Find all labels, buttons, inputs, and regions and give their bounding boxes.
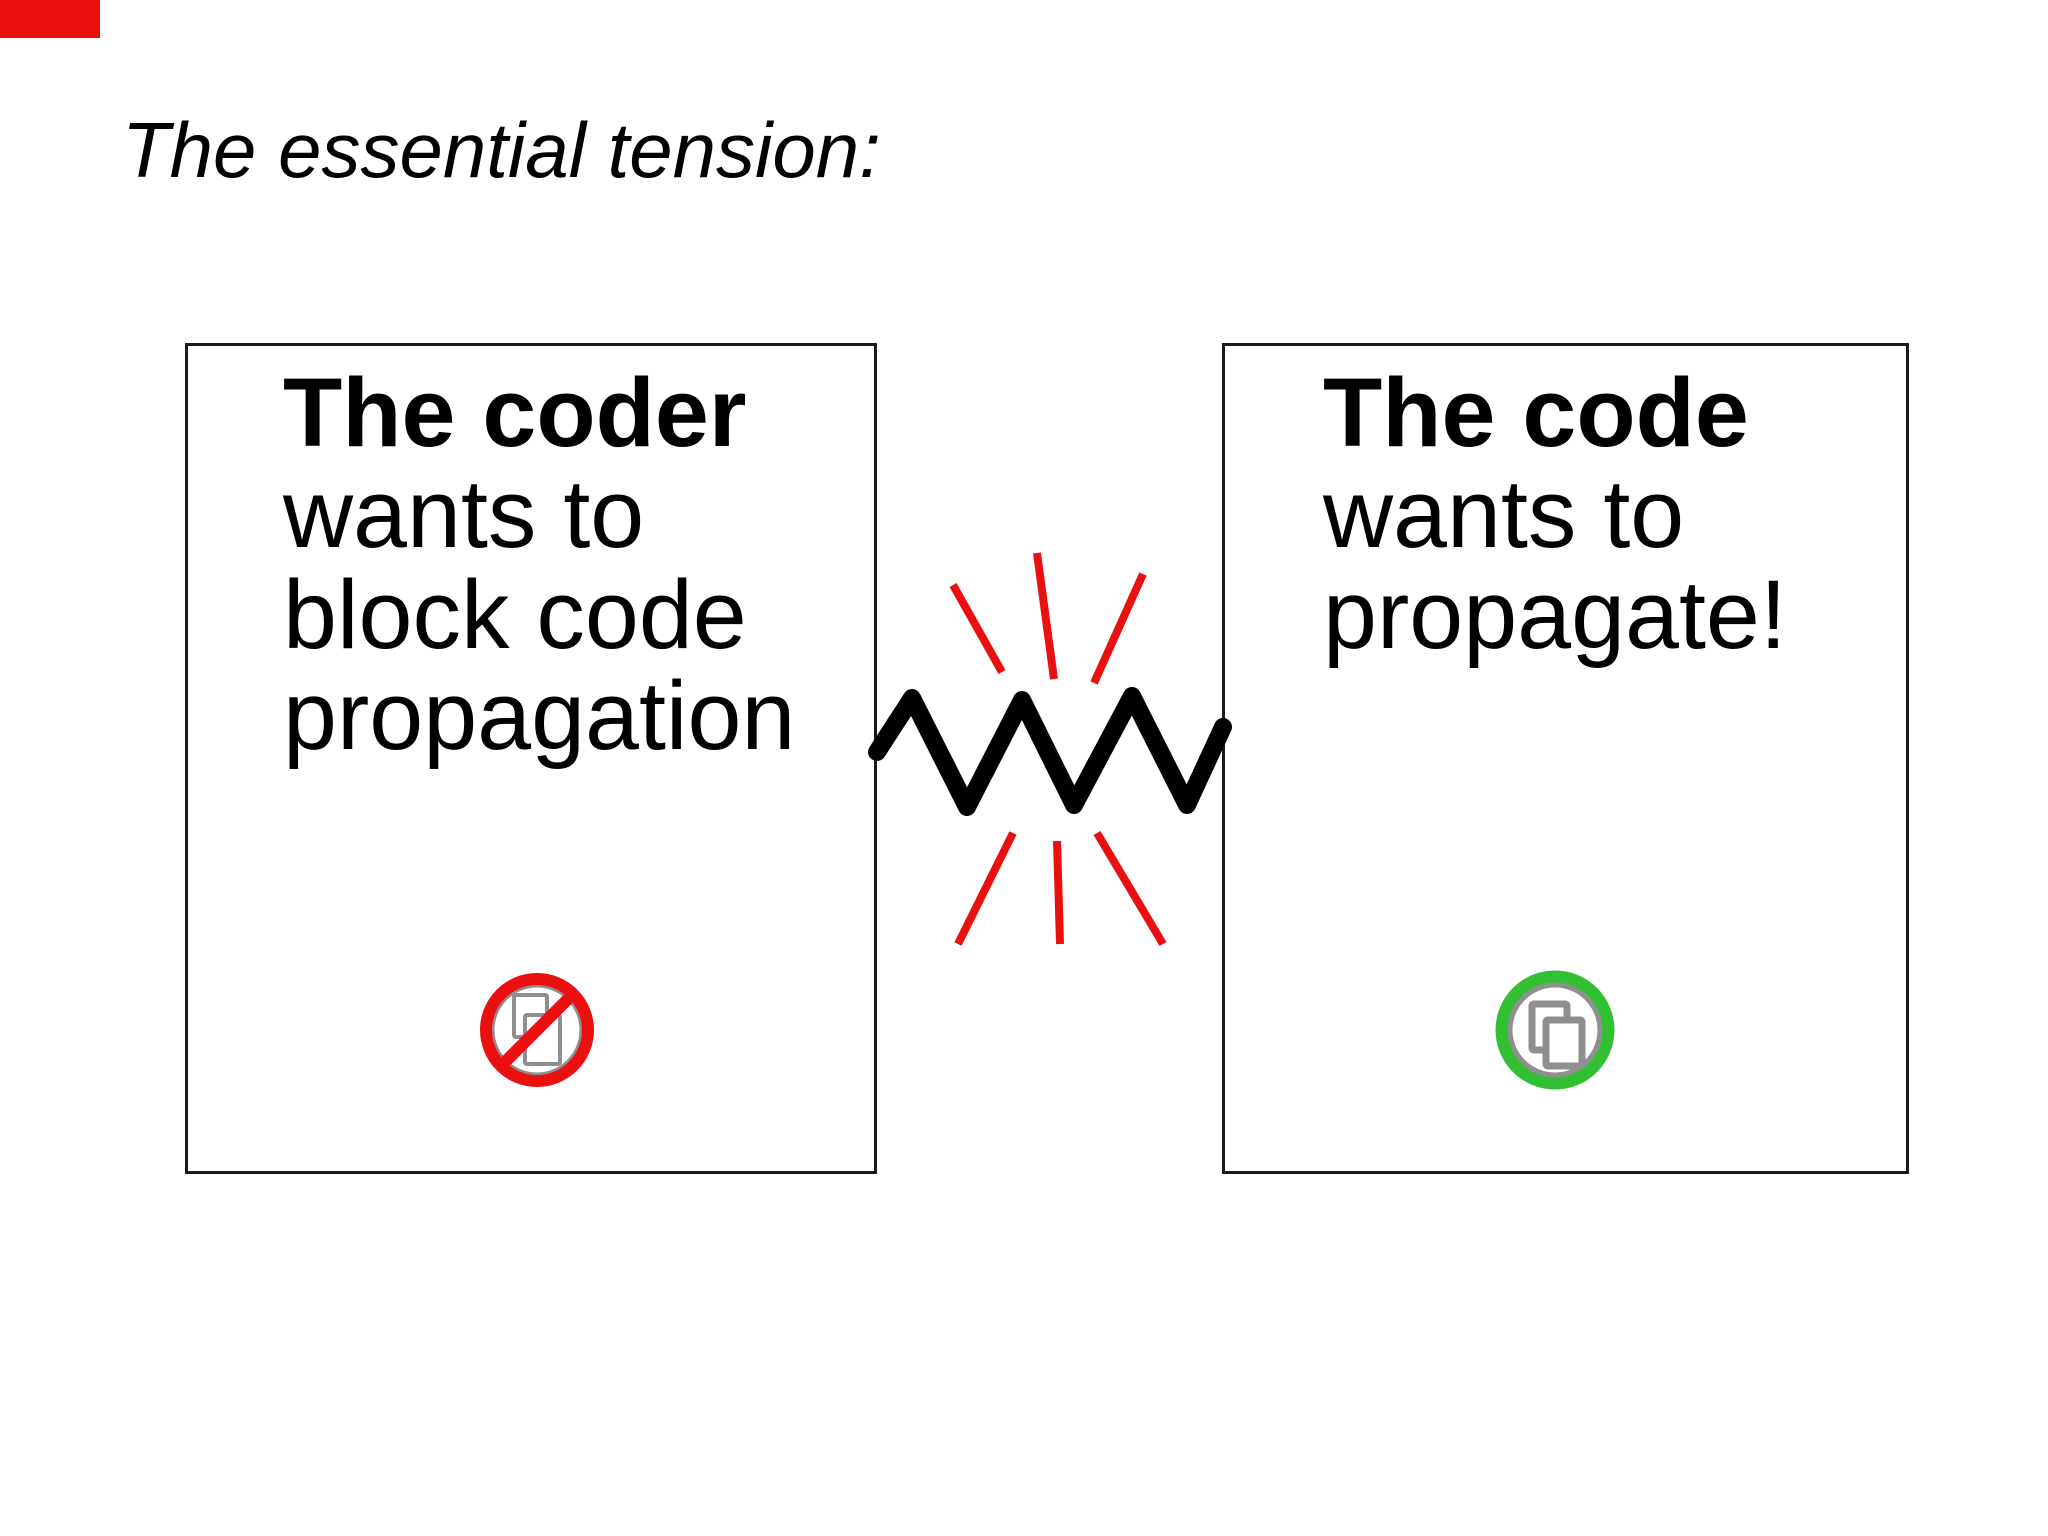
corner-red-marker xyxy=(0,0,100,38)
coder-box-text: The coder wants to block code propagatio… xyxy=(283,362,795,766)
slide-title: The essential tension: xyxy=(122,106,881,194)
code-box-heading: The code xyxy=(1323,358,1749,467)
spark-lines-top xyxy=(949,552,1147,685)
code-box-line: propagate! xyxy=(1323,560,1787,669)
code-box-text: The code wants to propagate! xyxy=(1323,362,1787,665)
coder-box-line: block code xyxy=(283,560,747,669)
coder-box: The coder wants to block code propagatio… xyxy=(185,343,877,1174)
spark-lines-bottom xyxy=(954,830,1167,947)
code-box-line: wants to xyxy=(1323,459,1685,568)
code-box: The code wants to propagate! xyxy=(1222,343,1909,1174)
coder-box-line: wants to xyxy=(283,459,645,568)
coder-box-line: propagation xyxy=(283,661,796,770)
coder-box-heading: The coder xyxy=(283,358,747,467)
zigzag-tension-line xyxy=(868,687,1232,816)
